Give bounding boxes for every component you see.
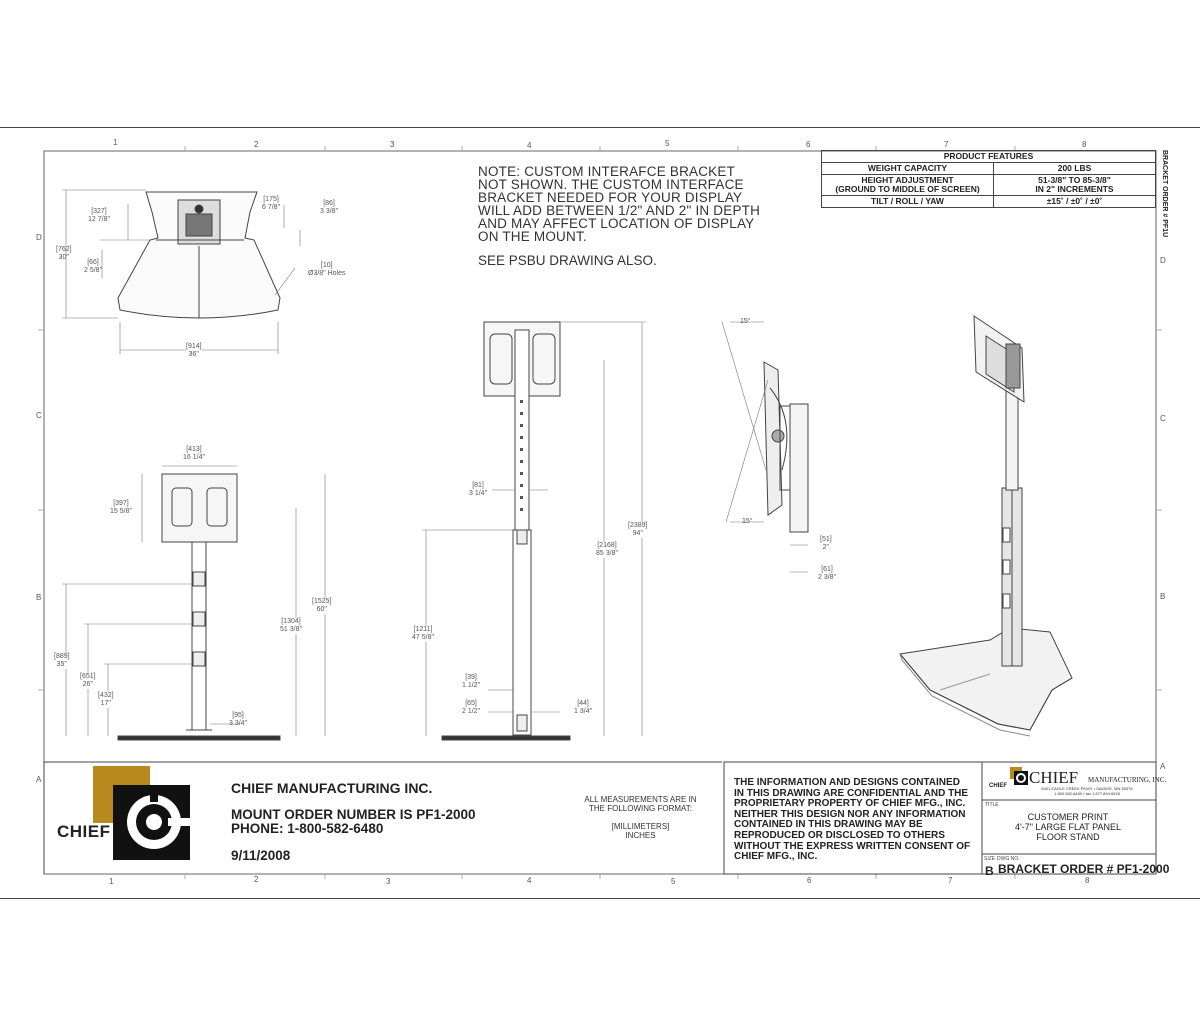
dim-914: [914]36" — [186, 343, 202, 359]
dim-413: [413]16 1/4" — [183, 446, 205, 461]
dim-651: [651]26" — [80, 673, 96, 689]
dim-397: [397]15 5/8" — [110, 500, 132, 515]
feature-value-height: 51-3/8" TO 85-3/8" IN 2" INCREMENTS — [993, 174, 1156, 196]
tilt-view — [763, 361, 809, 533]
dim-2389: [2389]94" — [628, 522, 648, 538]
drawing-date: 9/11/2008 — [231, 848, 291, 863]
dim-889: [889]35" — [54, 653, 70, 669]
chief-logo-mark — [93, 766, 190, 860]
zone-col-4: 4 — [527, 141, 532, 150]
company-name: CHIEF MANUFACTURING INC. — [231, 780, 433, 796]
dim-1304: [1304]51 3/8" — [280, 618, 302, 634]
dim-175: [175]6 7/8" — [262, 196, 281, 211]
dim-10-holes: [10]Ø3/8" Holes — [308, 262, 346, 277]
zone-col-3-bottom: 3 — [386, 877, 391, 886]
chief-logo-small-text: CHIEF — [989, 783, 1007, 789]
zone-col-7-bottom: 7 — [948, 876, 953, 885]
dim-327: [327]12 7/8" — [88, 208, 110, 223]
dim-tilt-bottom: 15° — [742, 518, 753, 525]
zone-col-4-bottom: 4 — [527, 876, 532, 885]
company-address: 8401 EAGLE CREEK PKWY • SAVAGE, MN 55378… — [1041, 786, 1133, 796]
measurements-format-note: ALL MEASUREMENTS ARE IN THE FOLLOWING FO… — [584, 795, 697, 840]
custom-bracket-note: NOTE: CUSTOM INTERAFCE BRACKET NOT SHOWN… — [478, 164, 761, 244]
side-view-holes — [520, 400, 523, 511]
chief-wordmark: CHIEF — [1029, 768, 1079, 787]
dim-1525: [1525]60" — [312, 598, 332, 614]
dim-65: [65]2 1/2" — [462, 700, 481, 715]
dim-tilt-top: 15° — [740, 318, 751, 325]
zone-col-1-bottom: 1 — [109, 877, 114, 886]
zone-row-b-right: B — [1160, 592, 1166, 601]
title-block-lines — [44, 761, 1157, 875]
see-also-note: SEE PSBU DRAWING ALSO. — [478, 253, 657, 268]
dim-2168: [2168]85 3/8" — [596, 542, 618, 558]
dim-81: [81]3 1/4" — [469, 482, 488, 497]
dim-39: [39]1 1/2" — [462, 674, 481, 689]
mount-order-info: MOUNT ORDER NUMBER IS PF1-2000 PHONE: 1-… — [231, 807, 476, 836]
zone-col-8: 8 — [1082, 140, 1087, 149]
isometric-view — [899, 315, 1073, 737]
zone-col-5: 5 — [665, 139, 670, 148]
drawing-sheet — [0, 127, 1200, 899]
zone-row-c: C — [36, 411, 42, 420]
zone-row-a-right: A — [1160, 762, 1166, 771]
side-view — [441, 321, 571, 741]
dim-61: [61]2 3/8" — [818, 566, 837, 581]
feature-value-weight: 200 LBS — [993, 162, 1156, 175]
zone-row-d-right: D — [1160, 256, 1166, 265]
sheet-size: B — [985, 864, 994, 878]
bracket-order-number: BRACKET ORDER # PF1-2000 — [998, 862, 1170, 876]
size-label: SIZE — [984, 856, 996, 862]
dim-86: [86]3 3/8" — [320, 200, 339, 215]
manufacturing-wordmark: MANUFACTURING, INC. — [1088, 776, 1167, 784]
dim-762: [762]30" — [56, 246, 72, 261]
dim-432: [432]17" — [98, 692, 114, 708]
zone-col-8-bottom: 8 — [1085, 876, 1090, 885]
dim-95: [95]3 3/4" — [229, 712, 248, 727]
tilt-view-dimension-lines — [721, 321, 808, 573]
dim-51: [51]2" — [820, 536, 832, 551]
zone-col-2: 2 — [254, 140, 259, 149]
feature-value-tilt: ±15˚ / ±0˚ / ±0˚ — [993, 195, 1156, 208]
dim-1211: [1211]47 5/8" — [412, 626, 434, 642]
top-view-dimension-lines — [62, 189, 301, 354]
confidentiality-notice: THE INFORMATION AND DESIGNS CONTAINED IN… — [734, 777, 971, 863]
product-features-table: PRODUCT FEATURES WEIGHT CAPACITY 200 LBS… — [821, 150, 1156, 208]
zone-col-7: 7 — [944, 140, 949, 149]
dim-44: [44]1 3/4" — [574, 700, 593, 715]
drawing-title: CUSTOMER PRINT 4'-7" LARGE FLAT PANEL FL… — [1015, 812, 1121, 842]
top-view — [117, 191, 281, 319]
zone-col-5-bottom: 5 — [671, 877, 676, 886]
dim-66: [66]2 5/8" — [84, 259, 103, 274]
title-label: TITLE — [985, 802, 999, 808]
zone-row-b: B — [36, 593, 42, 602]
dwg-no-label: DWG NO. — [997, 856, 1020, 862]
side-bracket-label: BRACKET ORDER # PF1U — [1161, 150, 1168, 238]
front-view — [117, 473, 281, 741]
zone-col-3: 3 — [390, 140, 395, 149]
feature-label-height: HEIGHT ADJUSTMENT (GROUND TO MIDDLE OF S… — [821, 174, 994, 196]
zone-col-6-bottom: 6 — [807, 876, 812, 885]
feature-label-tilt: TILT / ROLL / YAW — [821, 195, 994, 208]
zone-row-d: D — [36, 233, 42, 242]
zone-row-c-right: C — [1160, 414, 1166, 423]
chief-logo-text: CHIEF — [57, 822, 111, 841]
chief-logo-small-mark — [1010, 767, 1028, 785]
zone-col-2-bottom: 2 — [254, 875, 259, 884]
feature-label-weight: WEIGHT CAPACITY — [821, 162, 994, 175]
zone-col-6: 6 — [806, 140, 811, 149]
zone-row-a: A — [36, 775, 42, 784]
product-features-header: PRODUCT FEATURES — [821, 150, 1156, 163]
zone-col-1: 1 — [113, 138, 118, 147]
